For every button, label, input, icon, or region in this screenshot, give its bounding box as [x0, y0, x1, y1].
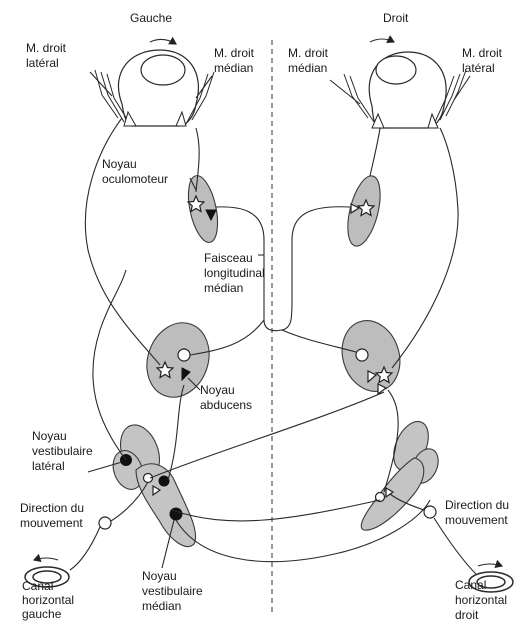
label-left-medial-rectus-2: médian — [214, 61, 253, 75]
right-abducens-nucleus — [333, 313, 409, 399]
label-medial-vestibular-1: Noyau — [142, 569, 177, 583]
label-lateral-vestibular-2: vestibulaire — [32, 444, 93, 458]
label-right-lateral-rectus-1: M. droit — [462, 46, 503, 60]
left-vestibular-neuron-2 — [159, 476, 169, 486]
label-medial-vestibular-2: vestibulaire — [142, 584, 203, 598]
right-abducens-to-lateral-rectus — [392, 128, 458, 368]
label-oculomotor-1: Noyau — [102, 157, 137, 171]
left-abducens-interneuron — [178, 349, 190, 361]
vestibular-crossing-1 — [172, 500, 380, 521]
label-right-medial-rectus-1: M. droit — [288, 46, 329, 60]
label-lateral-vestibular-1: Noyau — [32, 429, 67, 443]
label-oculomotor-2: oculomoteur — [102, 172, 168, 186]
left-medial-vestibular-neuron — [170, 508, 182, 520]
label-right-canal-3: droit — [455, 608, 479, 622]
label-side-left: Gauche — [130, 11, 172, 25]
left-oculomotor-nucleus — [183, 173, 223, 245]
label-right-direction-1: Direction du — [445, 498, 509, 512]
label-medial-vestibular-3: médian — [142, 599, 181, 613]
label-abducens-2: abducens — [200, 398, 252, 412]
left-vestibular-complex — [108, 420, 196, 547]
right-vestibular-ganglion — [424, 506, 436, 518]
right-eye-rotation-arrow — [370, 39, 394, 42]
label-left-canal-2: horizontal — [22, 593, 74, 607]
left-eye-rotation-arrow — [150, 39, 176, 44]
left-vestibular-ganglion — [99, 517, 111, 529]
label-right-canal-1: Canal — [455, 578, 486, 592]
label-mlf-1: Faisceau — [204, 251, 253, 265]
label-mlf-2: longitudinal — [204, 266, 265, 280]
label-lateral-vestibular-3: latéral — [32, 459, 65, 473]
label-left-canal-3: gauche — [22, 607, 62, 621]
label-side-right: Droit — [383, 11, 409, 25]
right-eye — [344, 52, 466, 128]
label-right-medial-rectus-2: médian — [288, 61, 327, 75]
vestibular-crossing-2 — [150, 392, 384, 478]
label-left-lateral-rectus-1: M. droit — [26, 41, 67, 55]
label-left-medial-rectus-1: M. droit — [214, 46, 255, 60]
left-abducens-to-lateral-rectus — [85, 118, 160, 365]
label-left-direction-1: Direction du — [20, 501, 84, 515]
left-eye — [95, 50, 214, 126]
label-left-canal-1: Canal — [22, 579, 53, 593]
left-vestibular-long-loop — [93, 270, 126, 460]
label-mlf-3: médian — [204, 281, 243, 295]
right-canal-movement-arrow — [478, 564, 502, 566]
left-ganglion-to-canal — [70, 527, 100, 570]
left-canal-movement-arrow — [34, 558, 58, 560]
label-right-direction-2: mouvement — [445, 513, 508, 527]
label-right-lateral-rectus-2: latéral — [462, 61, 495, 75]
label-abducens-1: Noyau — [200, 383, 235, 397]
label-right-canal-2: horizontal — [455, 593, 507, 607]
label-left-lateral-rectus-2: latéral — [26, 56, 59, 70]
right-oculomotor-to-medial-rectus — [370, 128, 380, 176]
right-abducens-interneuron — [356, 349, 368, 361]
label-left-direction-2: mouvement — [20, 516, 83, 530]
